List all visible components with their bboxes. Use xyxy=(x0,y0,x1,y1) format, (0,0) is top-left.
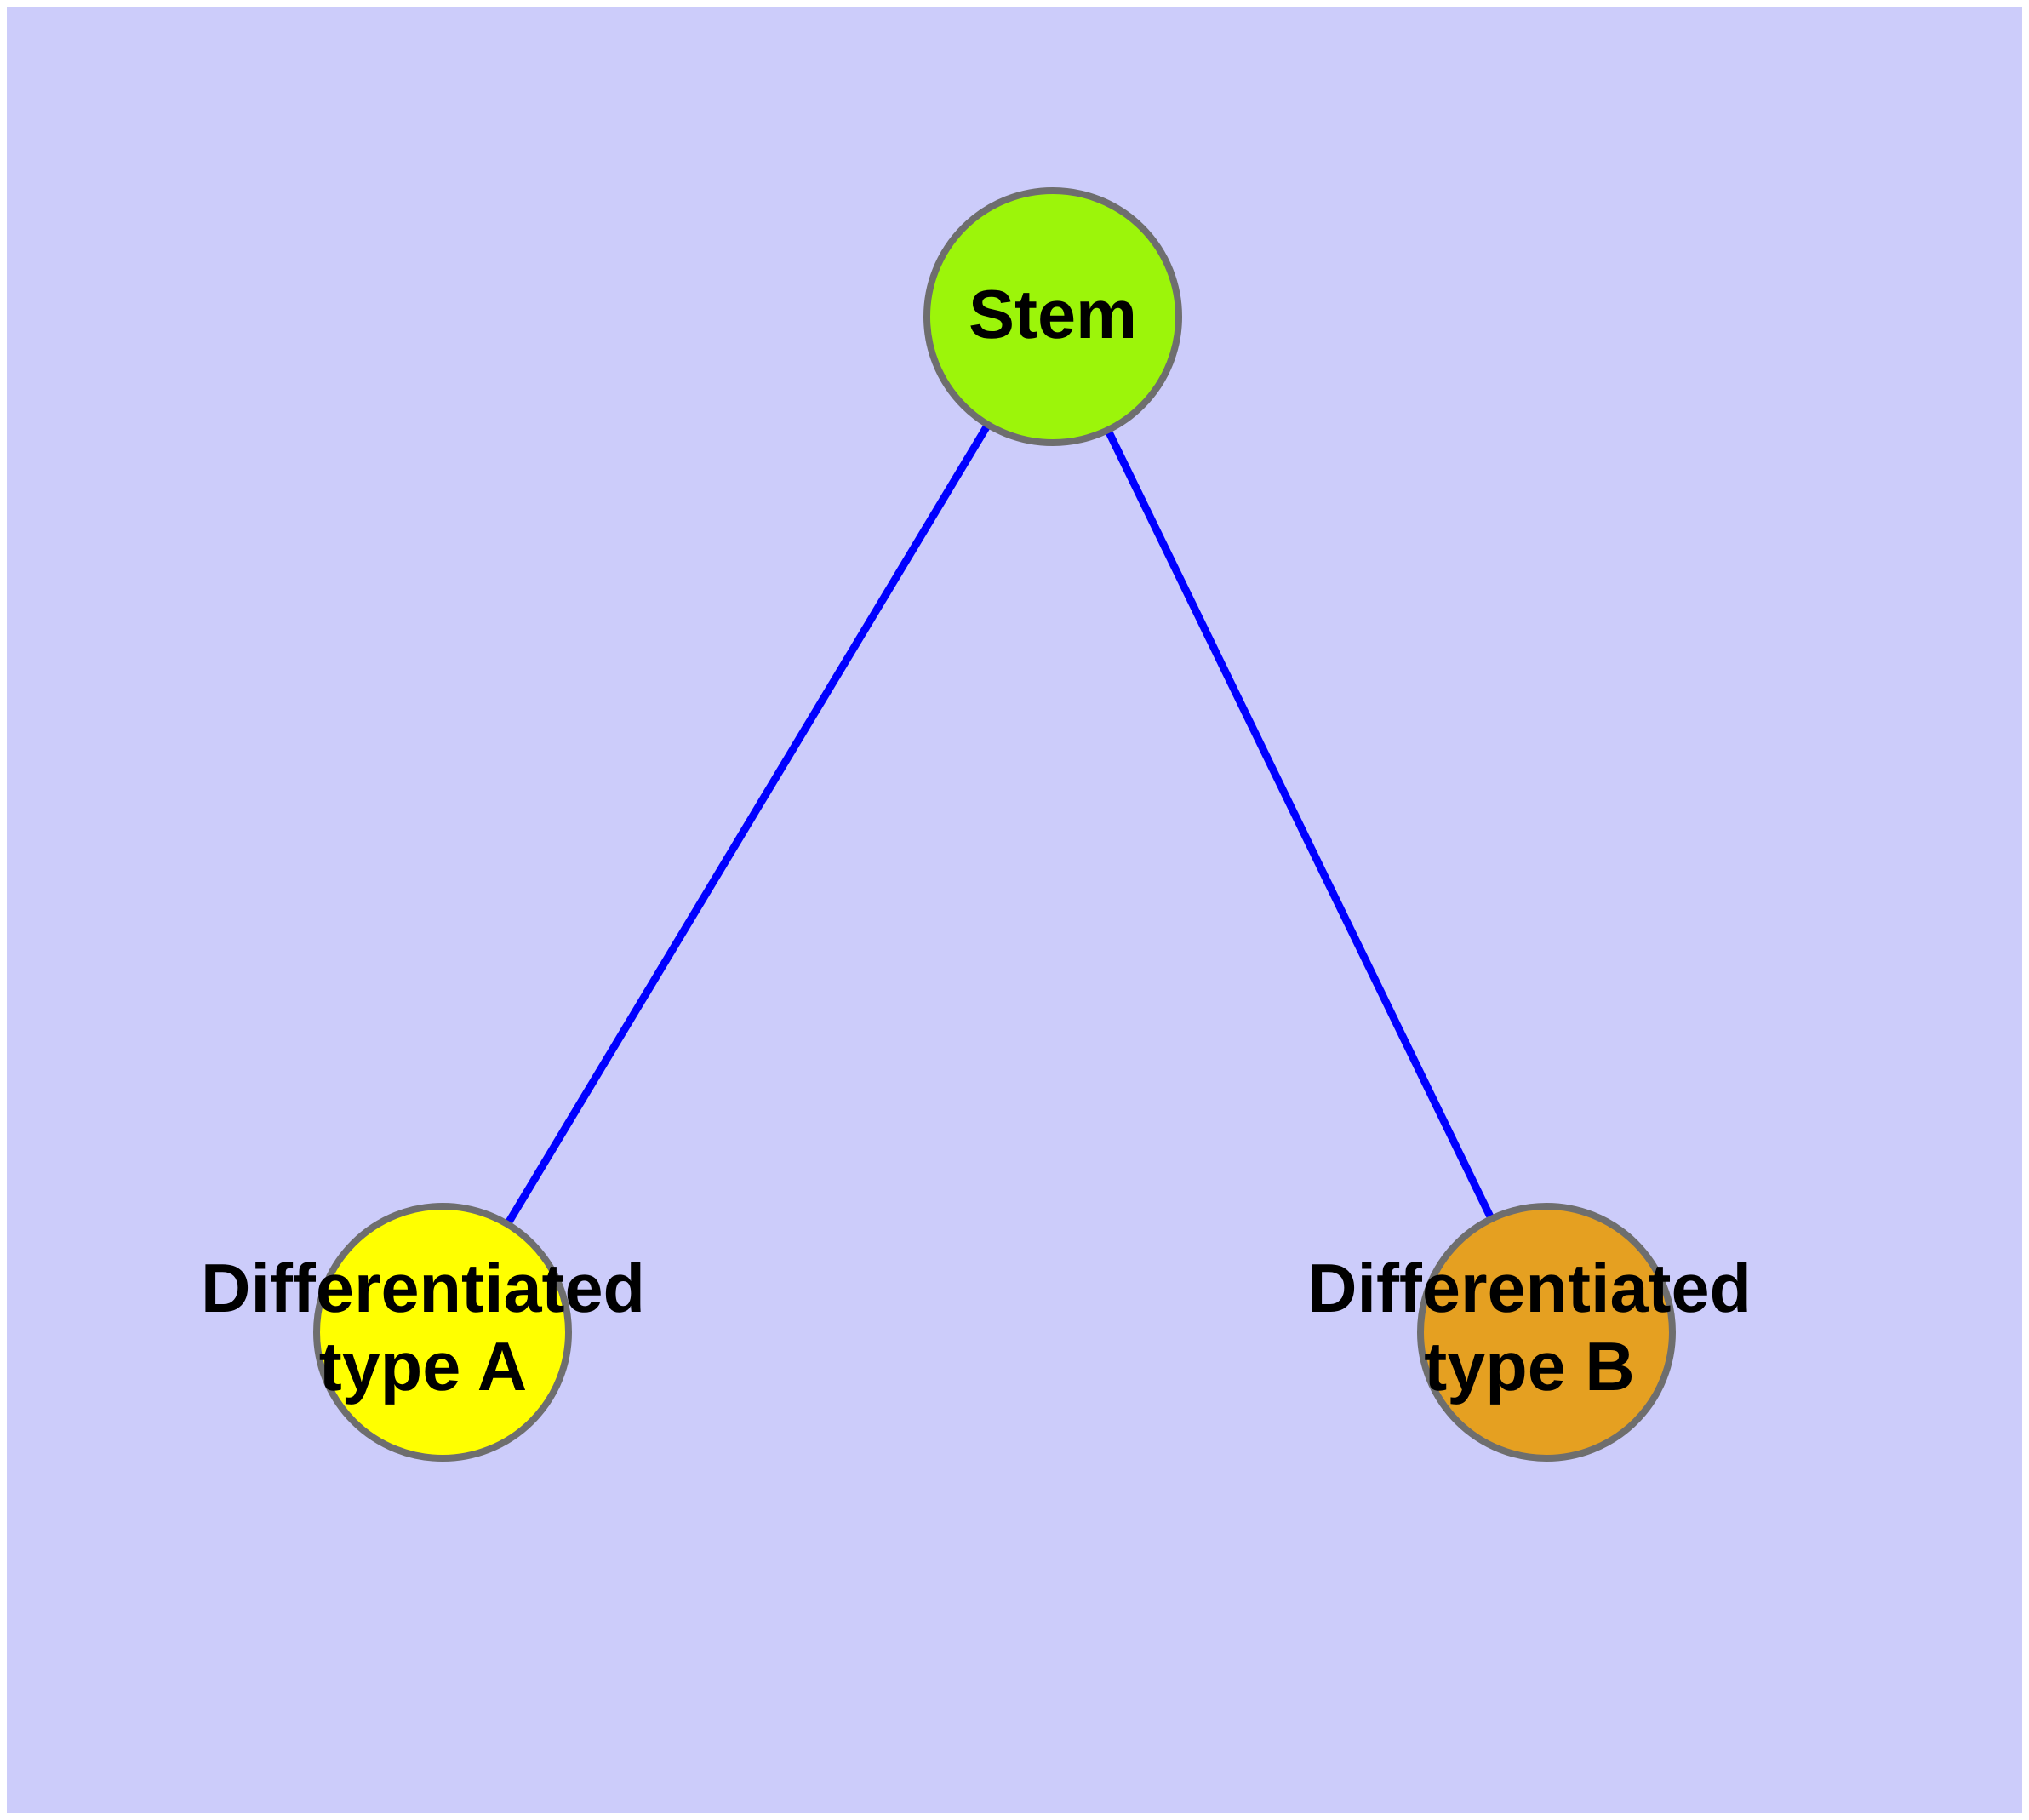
diagram-background xyxy=(7,7,2022,1813)
